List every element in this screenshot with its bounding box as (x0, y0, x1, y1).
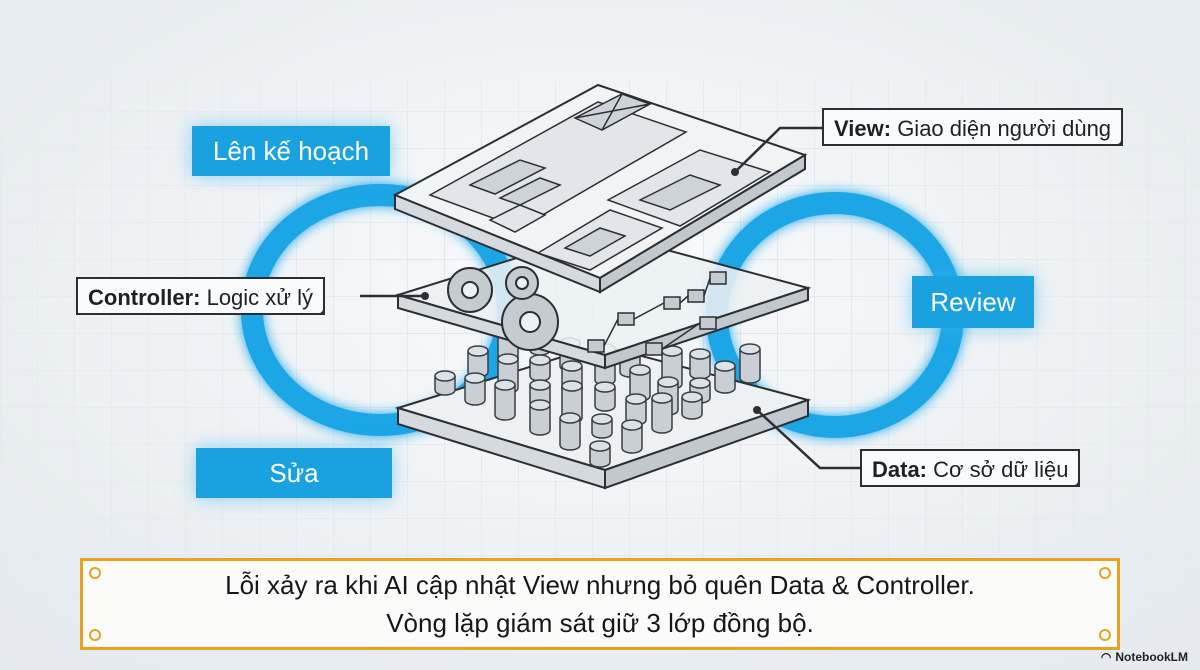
database-cylinder-top (589, 440, 611, 452)
notebooklm-icon: ◠ (1100, 650, 1112, 664)
database-cylinder-top (467, 345, 489, 357)
database-cylinder (559, 418, 581, 451)
database-cylinder-top (657, 376, 679, 388)
database-cylinder-top (621, 419, 643, 431)
database-cylinder-top (434, 370, 456, 382)
caption-line-1: Lỗi xảy ra khi AI cập nhật View nhưng bỏ… (225, 570, 975, 600)
database-cylinder-top (681, 391, 703, 403)
database-cylinder-top (529, 354, 551, 366)
database-cylinder (621, 425, 643, 454)
data-layer (394, 326, 812, 490)
database-cylinder-top (561, 360, 583, 372)
database-cylinder-top (714, 360, 736, 372)
database-cylinder (681, 397, 703, 420)
database-cylinder-top (689, 348, 711, 360)
controller-label: Controller: Logic xử lý (76, 277, 326, 315)
database-cylinder-top (561, 380, 583, 392)
database-cylinder-top (629, 364, 651, 376)
view-label: View: Giao diện người dùng (822, 108, 1124, 146)
database-cylinder-top (529, 379, 551, 391)
database-cylinder-top (591, 413, 613, 425)
fix-step: Sửa (196, 448, 392, 498)
database-cylinder-top (529, 399, 551, 411)
flowchart-icon (587, 271, 727, 356)
leader-lines (360, 126, 860, 470)
database-cylinder (651, 398, 673, 434)
plan-step: Lên kế hoạch (192, 126, 390, 176)
database-cylinder (589, 446, 611, 468)
database-cylinder (739, 349, 761, 384)
caption-box: Lỗi xảy ra khi AI cập nhật View nhưng bỏ… (80, 558, 1120, 650)
database-cylinder-top (464, 372, 486, 384)
brand-logo: ◠ NotebookLM (1100, 650, 1188, 664)
database-cylinder (529, 405, 551, 436)
database-cylinder (594, 387, 616, 412)
caption-line-2: Vòng lặp giám sát giữ 3 lớp đồng bộ. (386, 608, 814, 638)
database-cylinder (714, 366, 736, 394)
database-cylinder-top (494, 379, 516, 391)
database-cylinder-top (559, 412, 581, 424)
data-label: Data: Cơ sở dữ liệu (860, 449, 1081, 487)
review-step: Review (912, 276, 1034, 328)
database-cylinder-top (739, 343, 761, 355)
database-cylinder-top (594, 381, 616, 393)
database-cylinder (494, 385, 516, 421)
view-layer (392, 83, 808, 294)
database-cylinder-top (497, 353, 519, 365)
gear-icon (447, 266, 559, 351)
database-cylinder-top (689, 377, 711, 389)
database-cylinder-top (651, 392, 673, 404)
database-cylinder (464, 378, 486, 406)
database-cylinder-top (625, 393, 647, 405)
